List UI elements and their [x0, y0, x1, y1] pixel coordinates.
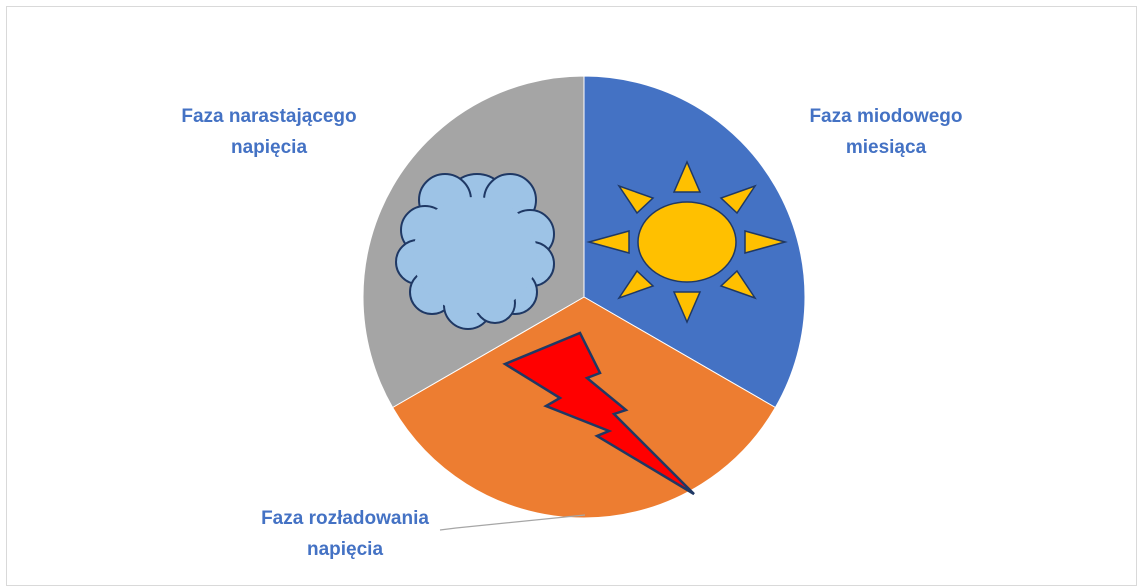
lightning-icon [502, 331, 695, 496]
label-rozladowania-line-1: Faza rozładowania [261, 508, 429, 529]
leader-lines [439, 514, 586, 531]
label-narastajacego-line-2: napięcia [231, 137, 307, 158]
leader-line-rozladowania [439, 514, 586, 531]
sun-icon [586, 160, 788, 324]
label-miodowego: Faza miodowego miesiąca [809, 106, 962, 158]
label-rozladowania: Faza rozładowania napięcia [261, 508, 429, 560]
slice-icons [395, 160, 788, 496]
cloud-icon [395, 173, 555, 330]
label-miodowego-line-2: miesiąca [846, 137, 927, 158]
label-narastajacego: Faza narastającego napięcia [181, 106, 356, 158]
label-miodowego-line-1: Faza miodowego [809, 106, 962, 127]
label-narastajacego-line-1: Faza narastającego [181, 106, 356, 127]
label-rozladowania-line-2: napięcia [307, 539, 383, 560]
